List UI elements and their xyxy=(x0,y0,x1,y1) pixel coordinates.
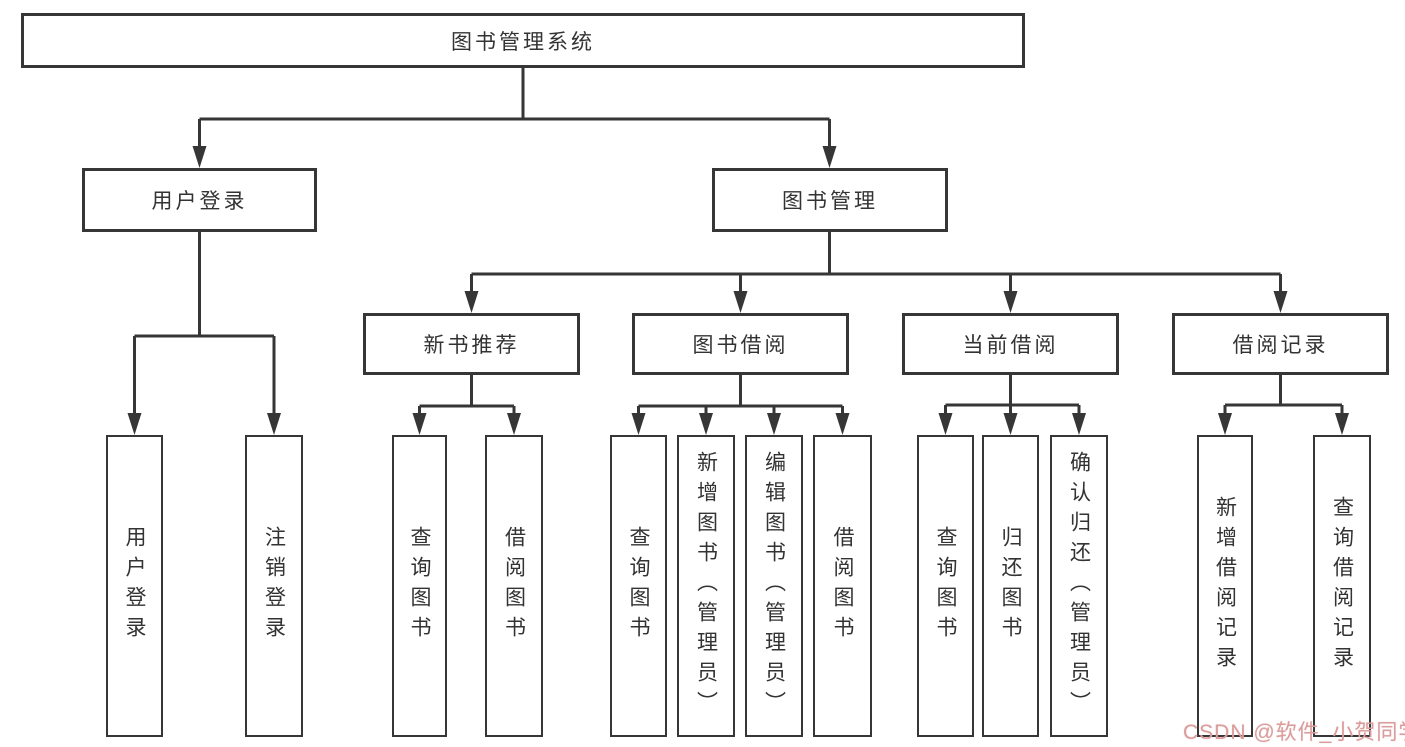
leaf-bb-query-book: 查询图书 xyxy=(610,435,667,737)
leaf-nb-borrow-book-label: 借阅图书 xyxy=(502,526,526,646)
connector-borrow-to-leaves xyxy=(631,375,850,435)
leaf-bb-query-book-label: 查询图书 xyxy=(627,526,650,646)
leaf-logout-label: 注销登录 xyxy=(262,526,286,646)
leaf-bb-edit-book-admin: 编辑图书（管理员） xyxy=(745,435,803,737)
leaf-cb-query-book: 查询图书 xyxy=(917,435,974,737)
leaf-cb-confirm-return-admin: 确认归还（管理员） xyxy=(1050,435,1108,737)
leaf-bb-edit-book-admin-label: 编辑图书（管理员） xyxy=(762,451,786,721)
connector-records-to-leaves xyxy=(1218,375,1349,435)
leaf-user-login: 用户登录 xyxy=(106,435,163,737)
connector-root-to-level2 xyxy=(192,68,837,168)
leaf-bb-add-book-admin-label: 新增图书（管理员） xyxy=(694,451,718,721)
node-current-borrow: 当前借阅 xyxy=(902,313,1119,375)
node-user-login: 用户登录 xyxy=(82,168,317,232)
leaf-user-login-label: 用户登录 xyxy=(123,526,146,646)
leaf-nb-query-book-label: 查询图书 xyxy=(408,526,431,646)
leaf-br-query-borrow-record: 查询借阅记录 xyxy=(1313,435,1371,737)
leaf-cb-return-book: 归还图书 xyxy=(982,435,1039,737)
node-book-borrow: 图书借阅 xyxy=(632,313,849,375)
connector-newbook-to-leaves xyxy=(412,375,521,435)
connector-management-to-level3 xyxy=(464,232,1288,313)
node-book-management: 图书管理 xyxy=(712,168,948,232)
connector-current-to-leaves xyxy=(938,375,1086,435)
leaf-bb-add-book-admin: 新增图书（管理员） xyxy=(677,435,735,737)
leaf-cb-confirm-return-admin-label: 确认归还（管理员） xyxy=(1067,451,1091,721)
leaf-logout: 注销登录 xyxy=(245,435,303,737)
leaf-br-add-borrow-record: 新增借阅记录 xyxy=(1197,435,1253,737)
leaf-bb-borrow-book: 借阅图书 xyxy=(813,435,872,737)
leaf-br-add-borrow-record-label: 新增借阅记录 xyxy=(1213,496,1237,676)
node-new-book-recommend: 新书推荐 xyxy=(363,313,580,375)
leaf-cb-return-book-label: 归还图书 xyxy=(999,526,1022,646)
node-root-library-system: 图书管理系统 xyxy=(21,13,1025,68)
csdn-watermark: CSDN @软件_小贺同学 xyxy=(1183,721,1405,744)
leaf-nb-query-book: 查询图书 xyxy=(392,435,447,737)
node-borrow-records: 借阅记录 xyxy=(1172,313,1389,375)
leaf-nb-borrow-book: 借阅图书 xyxy=(485,435,543,737)
connector-login-to-leaves xyxy=(127,232,281,435)
leaf-br-query-borrow-record-label: 查询借阅记录 xyxy=(1330,496,1354,676)
leaf-cb-query-book-label: 查询图书 xyxy=(934,526,957,646)
leaf-bb-borrow-book-label: 借阅图书 xyxy=(831,526,854,646)
